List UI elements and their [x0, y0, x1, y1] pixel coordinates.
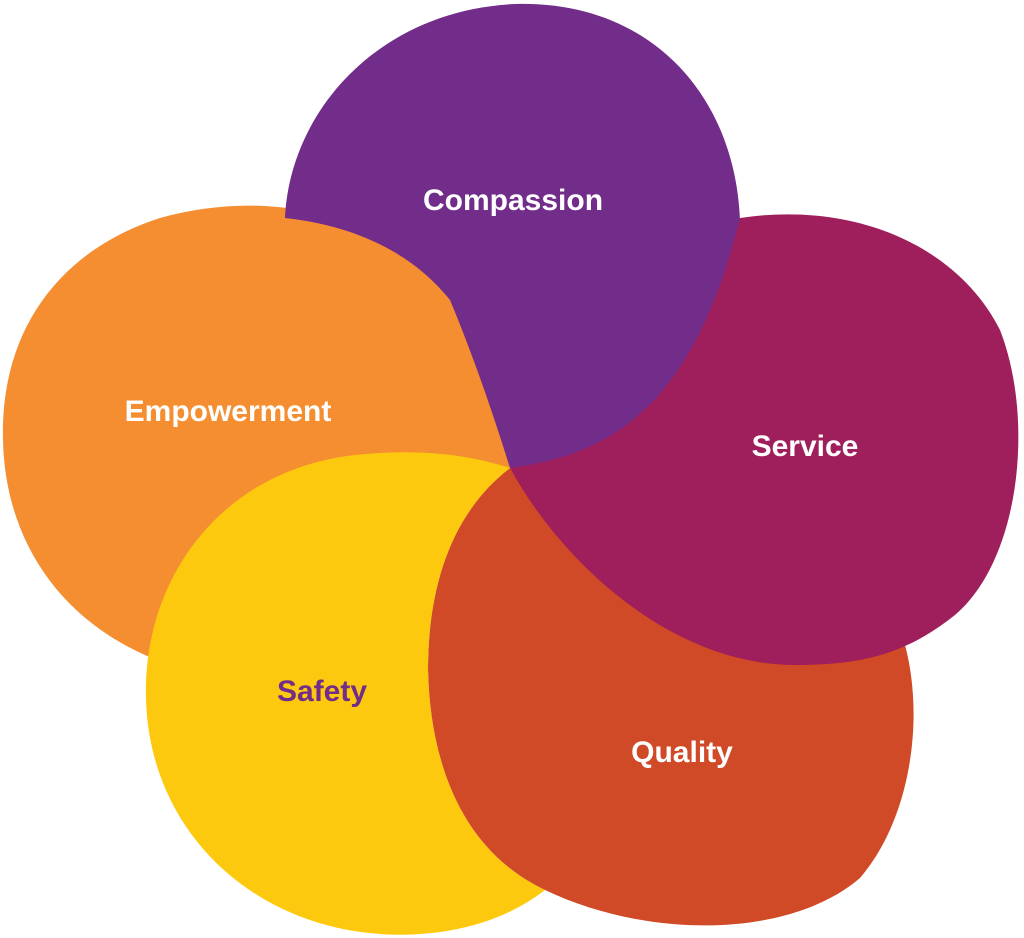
- service-petal: [510, 214, 1019, 666]
- compassion-label: Compassion: [423, 184, 603, 217]
- empowerment-label: Empowerment: [125, 395, 332, 428]
- quality-petal: [428, 468, 914, 926]
- safety-petal: [145, 452, 546, 935]
- safety-label: Safety: [277, 675, 367, 708]
- compassion-petal: [285, 3, 741, 469]
- quality-label: Quality: [631, 736, 733, 769]
- service-label: Service: [752, 430, 859, 463]
- empowerment-petal: [2, 205, 510, 659]
